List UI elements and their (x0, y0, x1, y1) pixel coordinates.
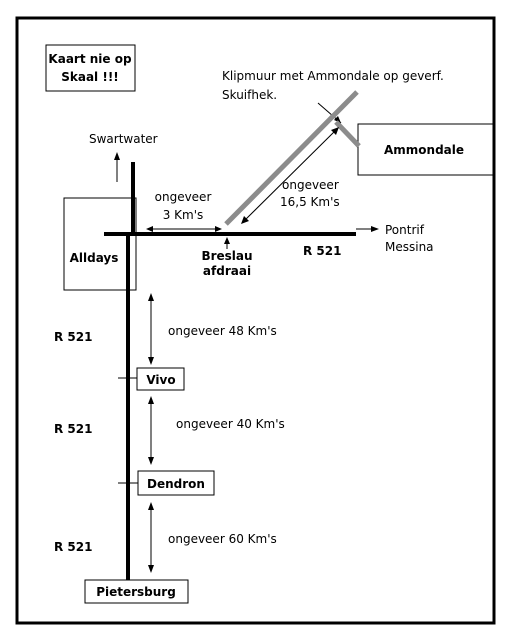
pontrif-label-line1: Pontrif (385, 223, 425, 237)
breslau-arrowhead (224, 237, 230, 244)
swartwater-arrowhead (114, 152, 120, 160)
distance-16km-line1: ongeveer (282, 178, 339, 192)
pietersburg-box (84, 579, 189, 604)
alldays-label: Alldays (70, 251, 119, 265)
distance-16km-line2: 16,5 Km's (280, 195, 340, 209)
note-text-line1: Kaart nie op (48, 52, 132, 66)
vivo-label: Vivo (146, 373, 175, 387)
gravel-road-ammondale (224, 90, 359, 226)
r521-label-c: R 521 (54, 540, 92, 554)
distance-40km-arrowhead-up (148, 396, 154, 404)
r521-east-label: R 521 (303, 244, 341, 258)
distance-60km-arrowhead-down (148, 565, 154, 573)
r521-label-b: R 521 (54, 422, 92, 436)
distance-60km-arrowhead-up (148, 502, 154, 510)
distance-48km-label: ongeveer 48 Km's (168, 324, 277, 338)
note-box (45, 44, 136, 92)
distance-3km-line1: ongeveer (155, 190, 212, 204)
ammondale-box (357, 123, 495, 176)
ammondale-label: Ammondale (384, 143, 464, 157)
distance-60km-label: ongeveer 60 Km's (168, 532, 277, 546)
breslau-label-line1: Breslau (201, 249, 252, 263)
gravel-road-gate-spur (334, 120, 361, 148)
distance-16km-arrowhead-low (241, 216, 249, 224)
pontrif-arrowhead (371, 226, 379, 232)
distance-40km-arrowhead-down (148, 457, 154, 465)
breslau-label-line2: afdraai (203, 264, 251, 278)
alldays-box (63, 197, 137, 291)
pontrif-label-line2: Messina (385, 240, 434, 254)
gate-note-line1: Klipmuur met Ammondale op geverf. (222, 69, 444, 83)
distance-48km-arrowhead-up (148, 293, 154, 301)
distance-16km-arrowhead-high (331, 127, 339, 135)
distance-3km-arrowhead-left (146, 226, 153, 232)
distance-16km-arrow (242, 128, 338, 223)
distance-40km-label: ongeveer 40 Km's (176, 417, 285, 431)
dendron-box (137, 470, 215, 496)
distance-48km-arrowhead-down (148, 357, 154, 365)
gate-pointer-arrowhead (334, 116, 341, 123)
note-text-line2: Skaal !!! (61, 70, 119, 84)
pietersburg-label: Pietersburg (96, 585, 176, 599)
distance-3km-line2: 3 Km's (163, 208, 204, 222)
distance-3km-arrowhead-right (215, 226, 222, 232)
gate-note-line2: Skuifhek. (222, 88, 277, 102)
swartwater-label: Swartwater (89, 132, 158, 146)
map-frame (15, 16, 496, 625)
vivo-box (136, 367, 185, 391)
dendron-label: Dendron (147, 477, 205, 491)
r521-label-a: R 521 (54, 330, 92, 344)
